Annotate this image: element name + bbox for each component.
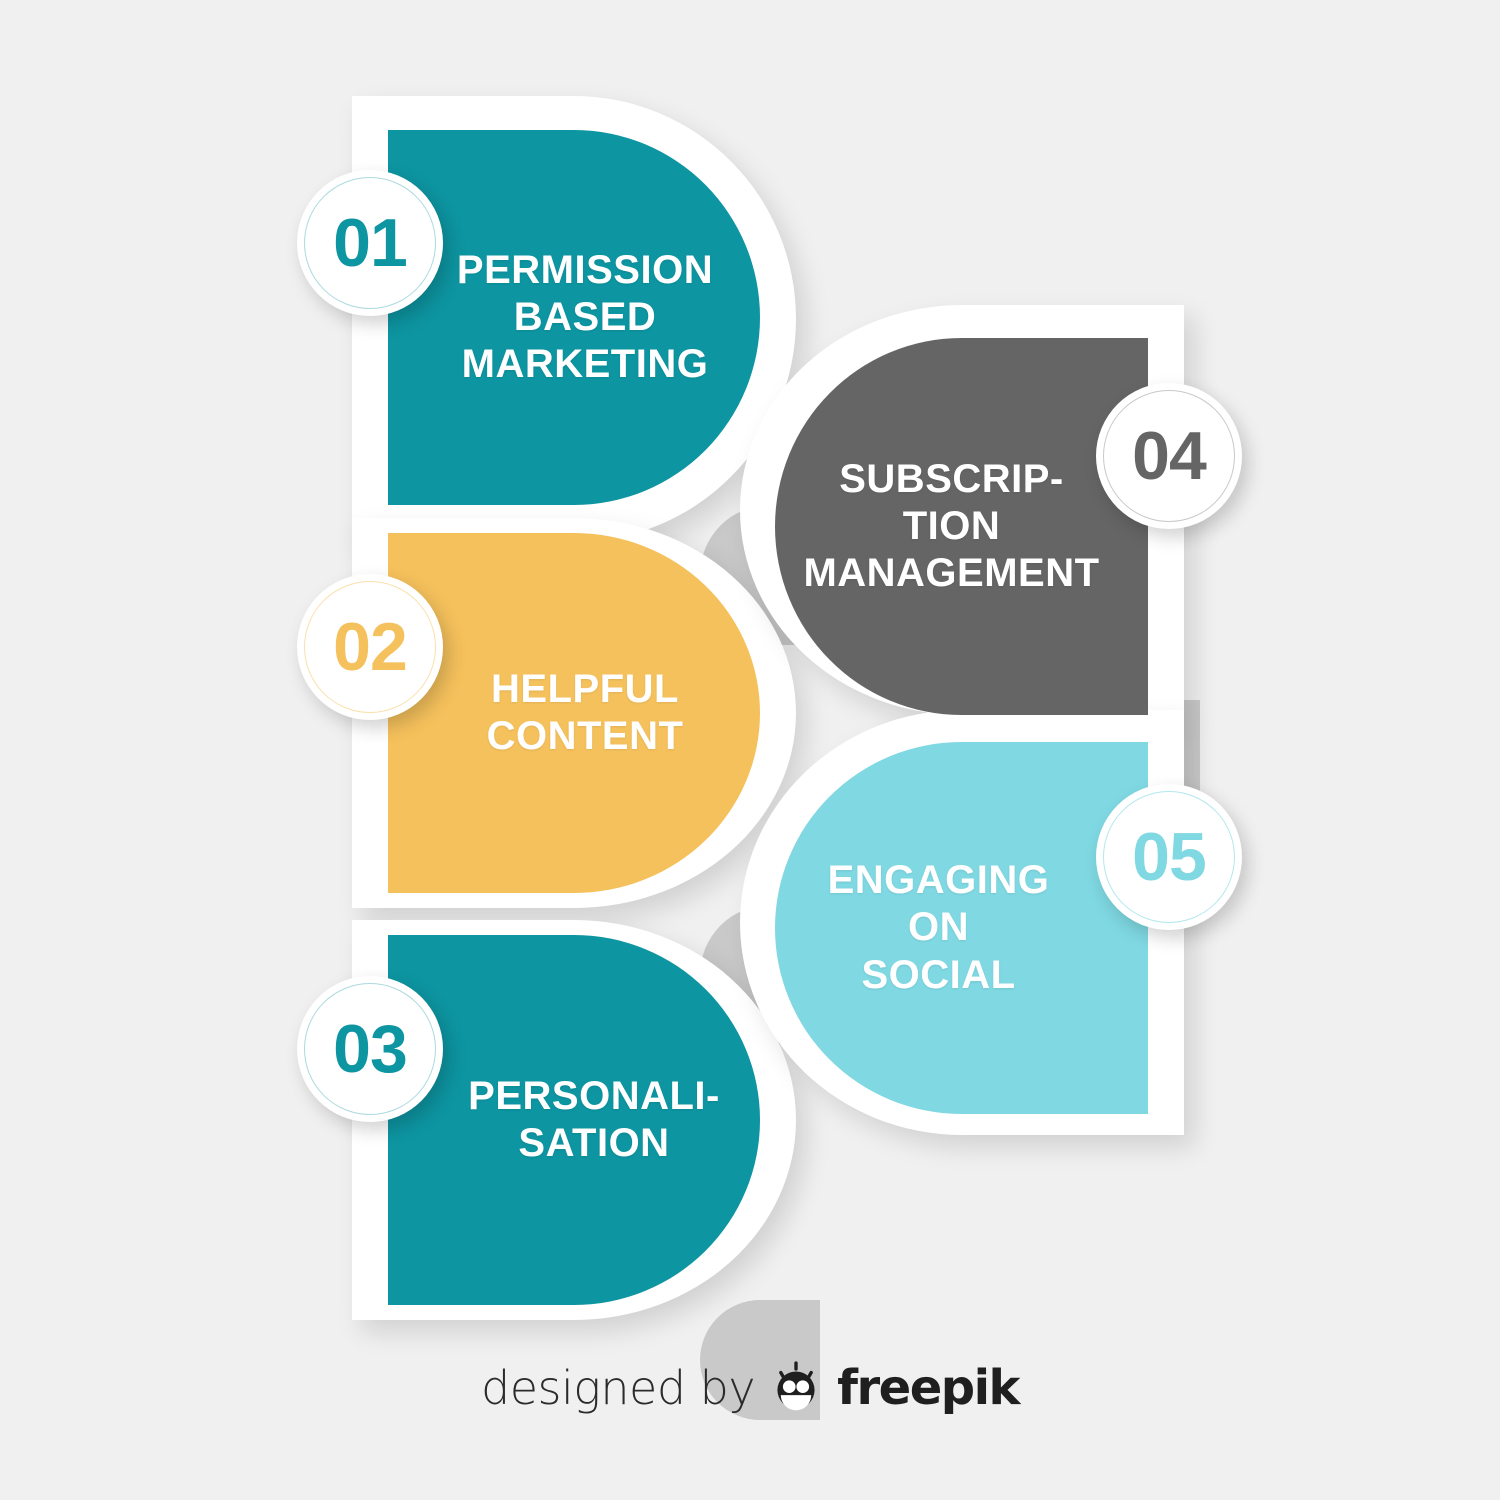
freepik-attribution: designed by freepik xyxy=(0,1358,1500,1417)
step-4-petal[interactable]: SUBSCRIP- TION MANAGEMENT xyxy=(775,338,1148,715)
step-5-petal[interactable]: ENGAGING ON SOCIAL xyxy=(775,742,1148,1114)
step-4-label-line-1: SUBSCRIP- xyxy=(839,456,1064,501)
step-5-label-line-1: ENGAGING xyxy=(827,858,1050,903)
step-5-number-badge[interactable]: 05 xyxy=(1096,784,1242,930)
step-5-label: ENGAGING ON SOCIAL xyxy=(775,857,1148,999)
freepik-mascot-icon xyxy=(769,1358,823,1417)
step-4-label: SUBSCRIP- TION MANAGEMENT xyxy=(775,456,1148,598)
step-2-label: HELPFUL CONTENT xyxy=(388,666,760,760)
step-1-number-badge[interactable]: 01 xyxy=(297,170,443,316)
step-1-label: PERMISSION BASED MARKETING xyxy=(388,247,760,389)
step-4-label-line-3: MANAGEMENT xyxy=(803,551,1100,596)
step-4-number: 04 xyxy=(1132,418,1207,494)
designed-by-label: designed by xyxy=(481,1360,756,1415)
step-3-label-line-1: PERSONALI- xyxy=(468,1073,720,1118)
step-3-label-line-2: SATION xyxy=(518,1121,670,1165)
step-1-label-line-1: PERMISSION xyxy=(456,247,714,292)
step-1-petal[interactable]: PERMISSION BASED MARKETING xyxy=(388,130,760,505)
step-1-number: 01 xyxy=(333,205,408,281)
step-2-number-badge[interactable]: 02 xyxy=(297,574,443,720)
step-1-label-line-3: MARKETING xyxy=(461,342,709,387)
step-2-label-line-1: HELPFUL xyxy=(491,666,679,711)
step-5-label-line-3: SOCIAL xyxy=(861,952,1016,997)
step-3-number: 03 xyxy=(333,1011,408,1087)
freepik-brand-label: freepik xyxy=(837,1359,1020,1416)
step-5-label-line-2: ON xyxy=(908,905,969,950)
step-2-label-line-2: CONTENT xyxy=(486,714,684,758)
step-1-label-line-2: BASED xyxy=(513,294,657,339)
step-2-petal[interactable]: HELPFUL CONTENT xyxy=(388,533,760,893)
step-3-petal[interactable]: PERSONALI- SATION xyxy=(388,935,760,1305)
step-2-number: 02 xyxy=(333,609,408,685)
step-5-number: 05 xyxy=(1132,819,1207,895)
step-3-label: PERSONALI- SATION xyxy=(388,1073,760,1167)
step-4-label-line-2: TION xyxy=(902,503,1001,548)
step-3-number-badge[interactable]: 03 xyxy=(297,976,443,1122)
step-4-number-badge[interactable]: 04 xyxy=(1096,383,1242,529)
